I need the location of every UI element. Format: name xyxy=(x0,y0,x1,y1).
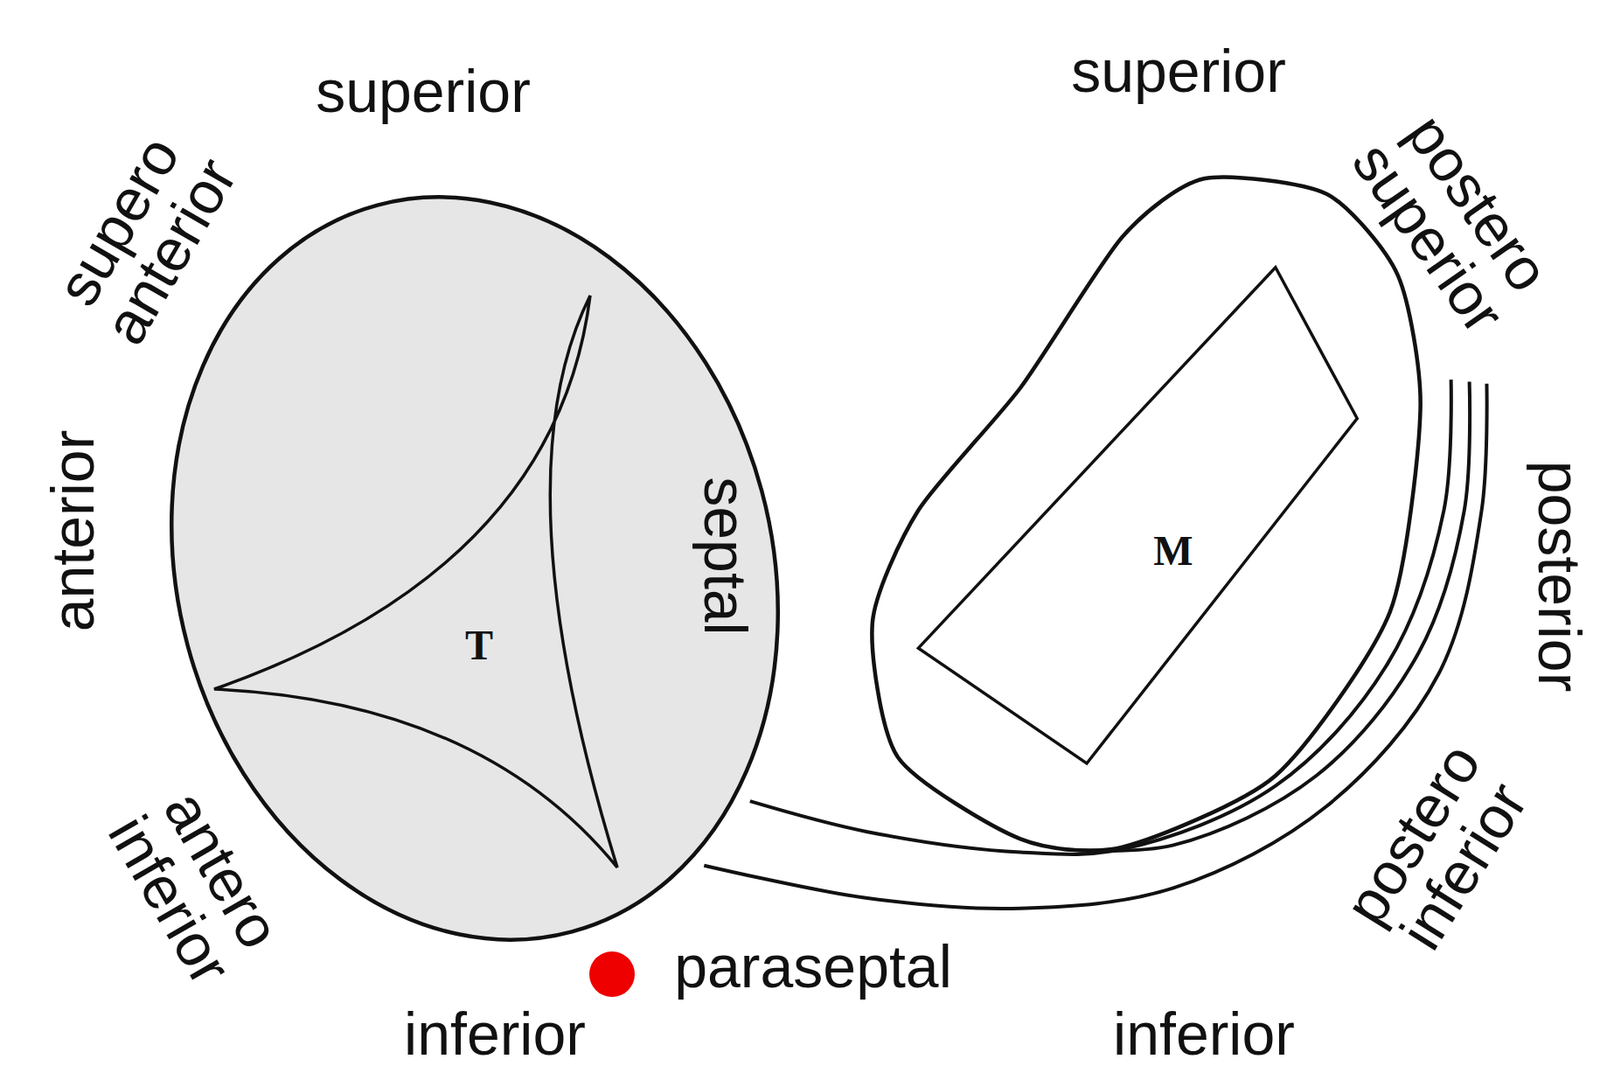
valve-letter: M xyxy=(1153,529,1193,572)
position-label: superior xyxy=(1071,41,1287,102)
sinus-arc xyxy=(1061,381,1470,850)
valve-leaflets xyxy=(214,295,618,868)
position-label: superior xyxy=(315,61,531,122)
position-label: postero superior xyxy=(1342,97,1566,344)
annulus-outline xyxy=(90,128,859,1009)
node-shape xyxy=(861,170,1430,862)
paraseptal-dot xyxy=(589,951,635,997)
position-label: posterior xyxy=(1528,460,1589,693)
mitral-annulus: M xyxy=(861,170,1430,862)
position-label: anterior xyxy=(42,430,104,633)
position-label: septal xyxy=(694,476,755,635)
position-label: inferior xyxy=(403,1003,586,1065)
position-label: antero inferior xyxy=(97,775,294,994)
valve-letter: T xyxy=(465,624,494,667)
sinus-arc xyxy=(703,383,1487,909)
position-label: inferior xyxy=(1113,1003,1295,1065)
sinus-arc xyxy=(750,379,1452,855)
valve-leaflets xyxy=(918,267,1357,764)
position-label: paraseptal xyxy=(674,936,953,997)
annulus-outline xyxy=(871,177,1420,851)
position-label: postero inferior xyxy=(1334,733,1543,967)
position-label: supero anterior xyxy=(41,118,247,354)
